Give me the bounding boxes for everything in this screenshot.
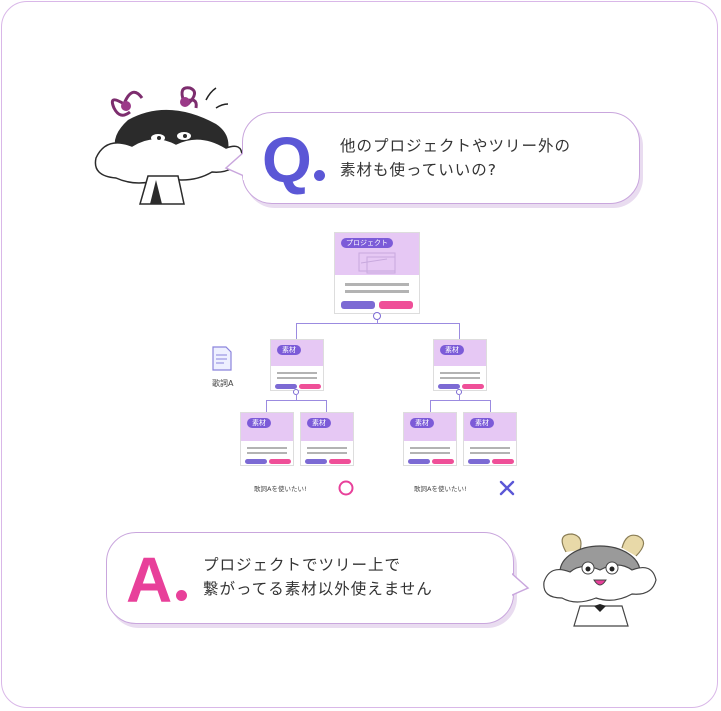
answer-bubble-tail (506, 570, 530, 600)
question-bubble-tail (224, 150, 248, 180)
material-card-ll: 素材 (240, 412, 294, 466)
document-icon (212, 346, 232, 371)
material-card-rl: 素材 (403, 412, 457, 466)
project-tag: プロジェクト (341, 238, 393, 248)
cross-ng-icon (499, 480, 515, 496)
material-card-lr: 素材 (300, 412, 354, 466)
answer-dot (176, 590, 187, 601)
answer-letter: A (126, 544, 173, 616)
answer-line-1: プロジェクトでツリー上で (203, 556, 402, 574)
circle-ok-icon (338, 480, 354, 496)
answer-bubble (106, 532, 514, 624)
question-dot (314, 170, 325, 181)
sheep-mascot-icon (543, 533, 657, 627)
project-thumbnail-icon (358, 252, 396, 274)
material-card-right: 素材 (433, 339, 487, 391)
question-line-1: 他のプロジェクトやツリー外の (340, 137, 572, 155)
question-letter: Q (262, 124, 312, 196)
answer-line-2: 繋がってる素材以外使えません (203, 580, 433, 598)
cat-mascot-icon (94, 86, 243, 205)
question-bubble (242, 112, 640, 204)
material-card-left: 素材 (270, 339, 324, 391)
material-card-rr: 素材 (463, 412, 517, 466)
question-line-2: 素材も使っていいの? (340, 161, 497, 179)
right-caption: 歌詞Aを使いたい! (414, 485, 467, 493)
left-caption: 歌詞Aを使いたい! (254, 485, 307, 493)
lyrics-label: 歌詞A (212, 379, 234, 388)
project-card: プロジェクト (334, 232, 420, 314)
